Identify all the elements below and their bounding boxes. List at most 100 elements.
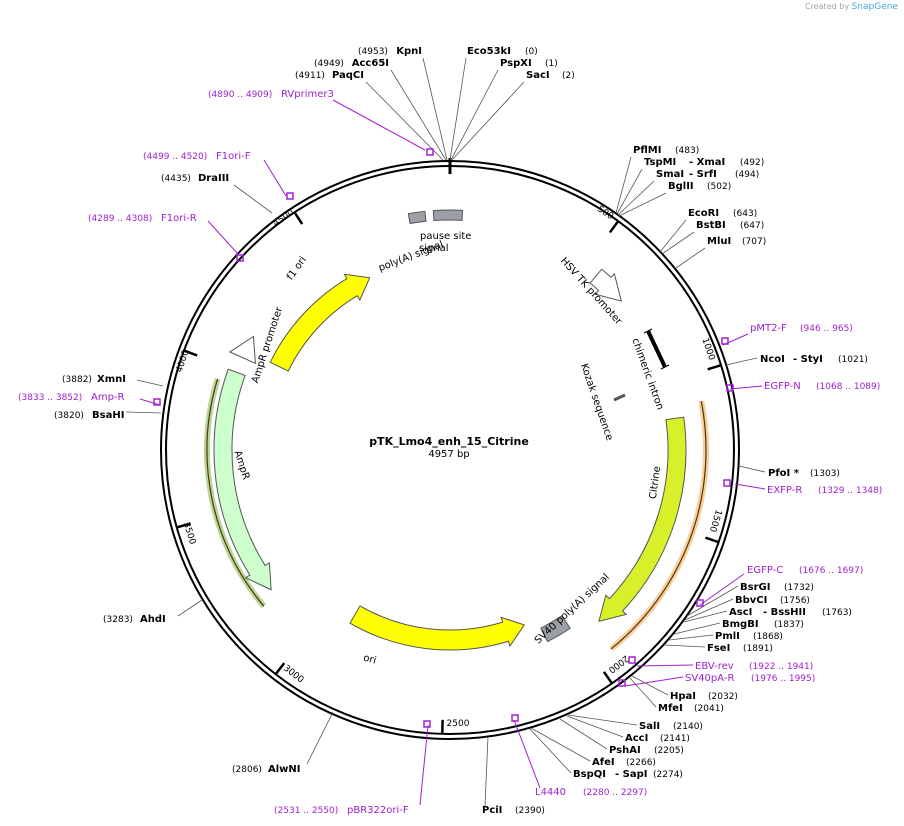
enzyme-bmgbi[interactable]: BmgBI xyxy=(722,619,759,630)
primer-mark-ebv-rev xyxy=(628,656,636,664)
leader-alwni xyxy=(306,711,334,765)
primer-exfp-r[interactable]: EXFP-R xyxy=(767,485,802,496)
enzyme-srfi[interactable]: - SrfI xyxy=(689,169,717,180)
primer-mark-f1ori-r xyxy=(236,254,244,262)
enzyme-pos-afei: (2266) xyxy=(626,758,656,768)
primer-leader-amp-r xyxy=(139,398,161,406)
enzyme-ncoi[interactable]: NcoI xyxy=(760,354,785,365)
enzyme-saci[interactable]: SacI xyxy=(526,70,550,81)
enzyme-pos-pshai: (2205) xyxy=(654,746,684,756)
enzyme-acci[interactable]: AccI xyxy=(625,733,648,744)
primer-mark-l4440 xyxy=(511,714,519,722)
primer-f1ori-f[interactable]: F1ori-F xyxy=(216,151,251,162)
chimeric-intron-cap1 xyxy=(643,328,653,334)
leader-pfoi xyxy=(738,465,766,473)
enzyme-tspmi[interactable]: TspMI xyxy=(644,157,676,168)
enzyme-asci[interactable]: AscI xyxy=(729,607,752,618)
enzyme-pflmi[interactable]: PflMI xyxy=(633,145,661,156)
enzyme-mfei[interactable]: MfeI xyxy=(658,703,683,714)
leader-mfei xyxy=(629,677,657,708)
enzyme-pos-mfei: (2041) xyxy=(694,704,724,714)
enzyme-bbvci[interactable]: BbvCI xyxy=(735,595,767,606)
primer-egfp-c[interactable]: EGFP-C xyxy=(747,565,783,576)
enzyme-afei[interactable]: AfeI xyxy=(592,757,615,768)
enzyme-pcii[interactable]: PciI xyxy=(482,805,502,816)
primer-rvprimer3[interactable]: RVprimer3 xyxy=(281,89,334,100)
primer-egfp-n[interactable]: EGFP-N xyxy=(764,381,801,392)
enzyme-pos-bglii: (502) xyxy=(707,182,731,192)
primer-pmt2-f[interactable]: pMT2-F xyxy=(750,323,787,334)
enzyme-pos-sapi: (2274) xyxy=(653,770,683,780)
kozak-mark xyxy=(613,393,626,402)
primer-f1ori-r[interactable]: F1ori-R xyxy=(161,213,197,224)
feature-label-sv40-poly-a-signal: SV40 poly(A) signal xyxy=(533,572,612,647)
sv40-polya-box xyxy=(540,615,571,643)
tick-mark-2000 xyxy=(602,671,613,685)
citrine-arrow xyxy=(598,416,687,623)
enzyme-smai[interactable]: SmaI xyxy=(656,169,684,180)
enzyme-pos-pflmi: (483) xyxy=(675,146,699,156)
leader-bsahi xyxy=(125,411,162,414)
enzyme-acc65i[interactable]: Acc65I xyxy=(352,58,389,69)
enzyme-sapi[interactable]: - SapI xyxy=(615,769,647,780)
enzyme-pos-bsrgi: (1732) xyxy=(784,583,814,593)
enzyme-paqci[interactable]: PaqCI xyxy=(332,70,364,81)
enzyme-hpai[interactable]: HpaI xyxy=(670,691,696,702)
primer-leader-f1ori-f xyxy=(263,159,287,197)
enzyme-xmai[interactable]: - XmaI xyxy=(689,157,725,168)
enzyme-pfoi[interactable]: PfoI * xyxy=(768,468,800,479)
enzyme-bstbi[interactable]: BstBI xyxy=(696,220,726,231)
primer-leader-l4440 xyxy=(513,719,541,789)
enzyme-mlui[interactable]: MluI xyxy=(707,236,731,247)
enzyme-pos-bstbi: (647) xyxy=(740,221,764,231)
primer-amp-r[interactable]: Amp-R xyxy=(91,392,125,403)
enzyme-xmni[interactable]: XmnI xyxy=(97,374,126,385)
leader-pcii xyxy=(484,736,489,807)
primer-l4440[interactable]: L4440 xyxy=(535,787,566,798)
enzyme-pos-paqci: (4911) xyxy=(295,71,325,81)
feature-label-pause-site: pause site xyxy=(420,231,471,242)
enzyme-pmli[interactable]: PmlI xyxy=(715,631,740,642)
feature-label-poly-a-signal: poly(A) signal xyxy=(377,239,445,274)
enzyme-ecori[interactable]: EcoRI xyxy=(688,208,719,219)
enzyme-styi[interactable]: - StyI xyxy=(793,354,823,365)
enzyme-pos-bsshii: (1763) xyxy=(822,608,852,618)
primer-pbr322ori-f[interactable]: pBR322ori-F xyxy=(347,805,409,816)
tick-label-2500: 2500 xyxy=(447,719,470,729)
tick-mark-4500 xyxy=(293,211,304,225)
leader-asci xyxy=(683,610,728,623)
enzyme-eco53ki[interactable]: Eco53kI xyxy=(467,46,511,57)
plasmid-name: pTK_Lmo4_enh_15_Citrine xyxy=(369,435,529,448)
primer-mark-f1ori-f xyxy=(286,192,294,200)
primer-range-l4440: (2280 .. 2297) xyxy=(583,788,647,798)
enzyme-pshai[interactable]: PshAI xyxy=(609,745,641,756)
enzyme-pos-acci: (2141) xyxy=(660,734,690,744)
enzyme-pspxi[interactable]: PspXI xyxy=(500,58,532,69)
primer-range-pmt2-f: (946 .. 965) xyxy=(800,324,853,334)
enzyme-bsshii[interactable]: - BssHII xyxy=(763,607,806,618)
tick-label-1000: 1000 xyxy=(699,337,716,362)
leader-pshai xyxy=(559,718,608,750)
enzyme-pos-styi: (1021) xyxy=(838,355,868,365)
tick-label-3000: 3000 xyxy=(281,663,305,685)
enzyme-pos-acc65i: (4949) xyxy=(314,59,344,69)
enzyme-kpni[interactable]: KpnI xyxy=(396,46,422,57)
enzyme-fsei[interactable]: FseI xyxy=(707,643,730,654)
leader-afei xyxy=(530,727,591,762)
leader-pflmi xyxy=(615,156,632,214)
tick-mark-3000 xyxy=(274,662,286,675)
enzyme-bglii[interactable]: BglII xyxy=(668,181,694,192)
enzyme-bsahi[interactable]: BsaHI xyxy=(92,410,124,421)
feature-label-ori: ori xyxy=(362,653,377,667)
primer-sv40pa-r[interactable]: SV40pA-R xyxy=(685,673,734,684)
enzyme-bspqi[interactable]: BspQI xyxy=(573,769,606,780)
leader-sali xyxy=(567,714,638,726)
enzyme-sali[interactable]: SalI xyxy=(639,721,660,732)
enzyme-ahdi[interactable]: AhdI xyxy=(140,614,166,625)
enzyme-alwni[interactable]: AlwNI xyxy=(268,764,301,775)
primer-mark-exfp-r xyxy=(723,479,731,487)
enzyme-bsrgi[interactable]: BsrGI xyxy=(740,582,770,593)
primer-range-sv40pa-r: (1976 .. 1995) xyxy=(751,674,815,684)
primer-ebv-rev[interactable]: EBV-rev xyxy=(695,661,734,672)
enzyme-draiii[interactable]: DraIII xyxy=(198,173,229,184)
